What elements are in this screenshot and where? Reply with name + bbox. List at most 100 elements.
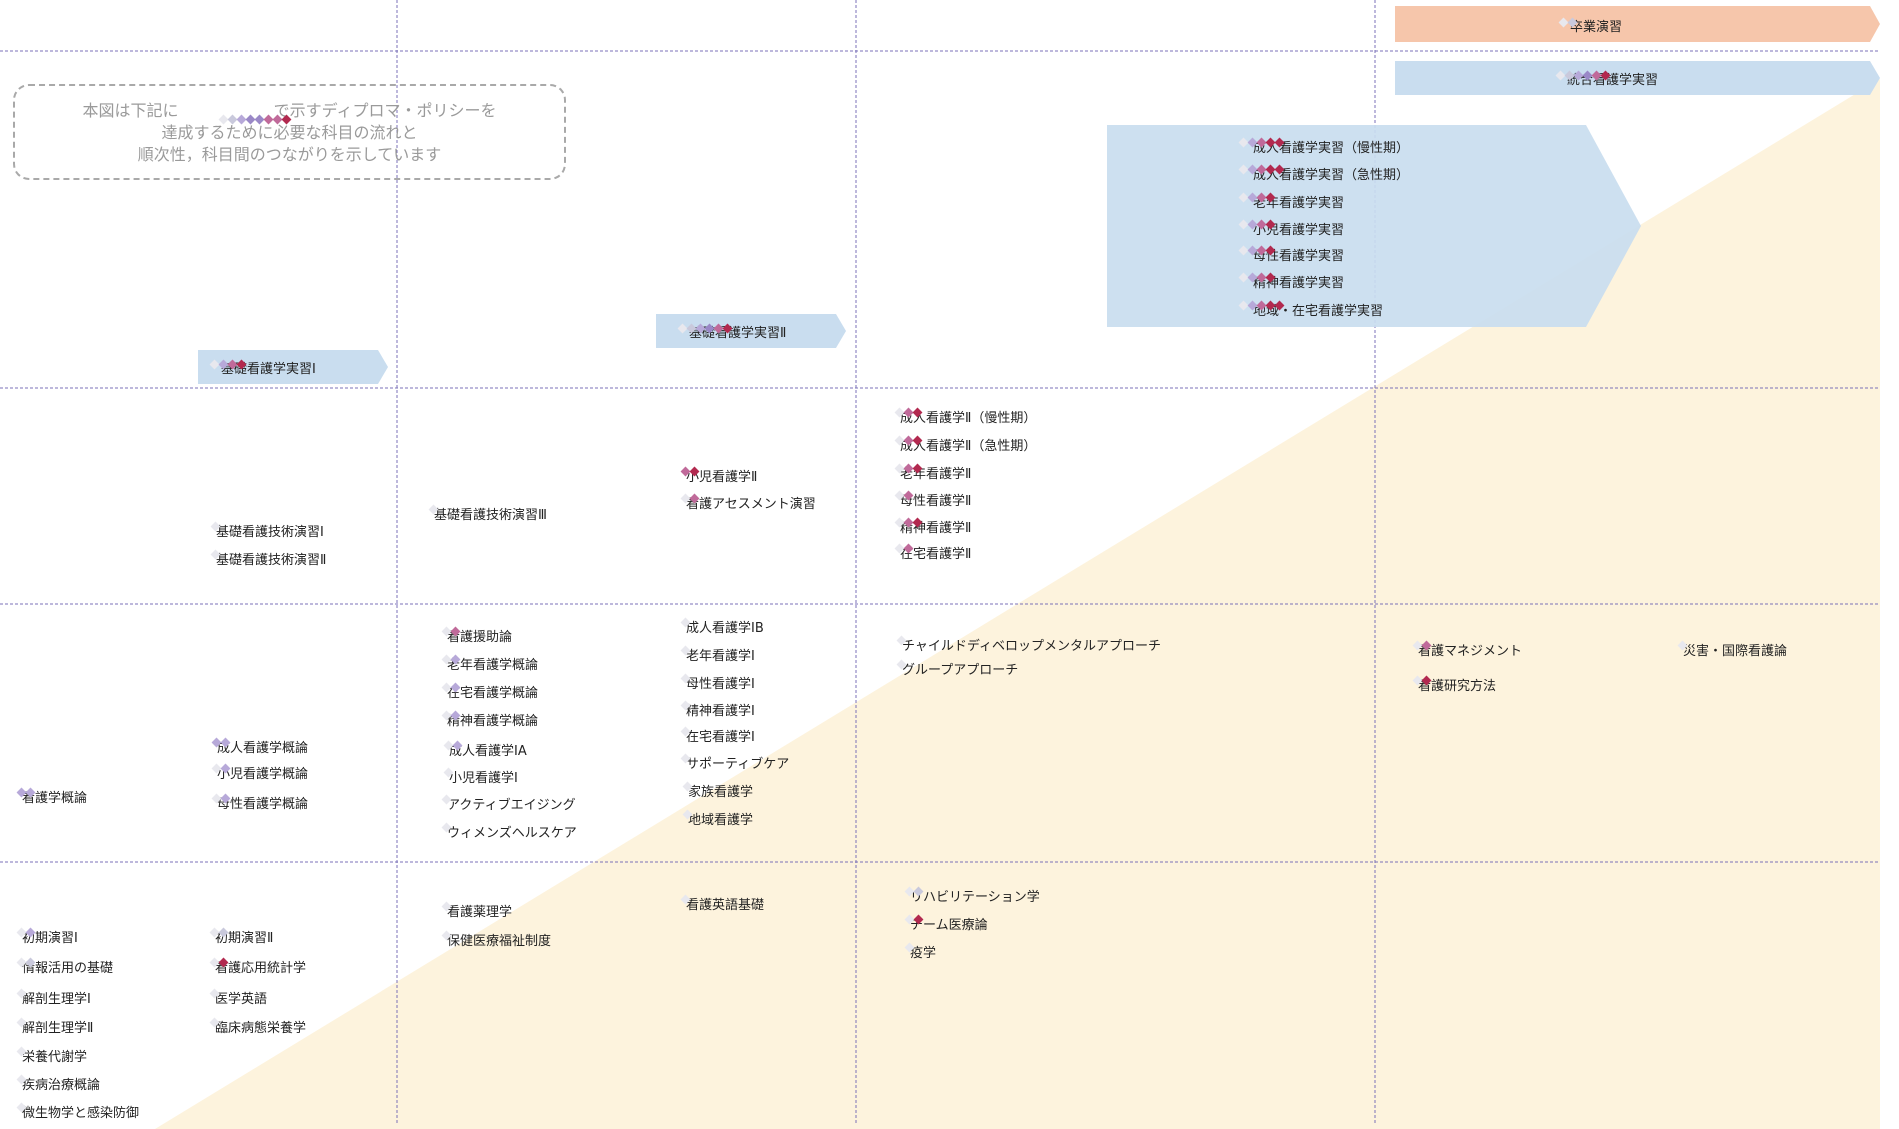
dp-markers [209,1011,220,1028]
note-line-2: 達成するために必要な科目の流れと [161,123,418,142]
dp-markers [211,731,231,748]
dp-markers [441,924,452,941]
dp-markers [211,787,231,804]
dp-markers [904,908,924,925]
dp-markers [210,543,221,560]
subject-label: 情報活用の基礎 [22,961,114,976]
dp-markers [894,511,923,528]
diploma-policy-markers [218,108,292,125]
subject-label: 母性看護学概論 [217,797,309,812]
dp-markers [680,611,691,628]
subject-label: 看護研究方法 [1418,679,1497,694]
subject-label: 基礎看護技術演習Ⅱ [216,553,327,568]
subject-label: 栄養代謝学 [22,1050,88,1065]
dp-markers [1555,64,1611,81]
subject-label: 成人看護学Ⅱ（慢性期） [900,411,1037,426]
dp-markers [680,487,700,504]
dp-markers [16,1096,27,1113]
dp-markers [441,895,452,912]
subject-label: 地域看護学 [688,813,754,828]
dp-markers [682,775,693,792]
subject-label: 在宅看護学Ⅱ [900,547,972,562]
dp-markers [16,781,36,798]
subject-label: 成人看護学Ⅱ（急性期） [900,439,1037,454]
dp-markers [896,629,907,646]
subject-label: 疫学 [910,946,937,961]
dp-markers [677,317,733,334]
subject-label: 保健医療福祉制度 [447,934,552,949]
note-text-after: で示すディプロマ・ポリシーを [273,101,497,120]
subject-label: 医学英語 [215,992,268,1007]
practicum-item: 精神看護学実習 [1253,276,1345,291]
dp-markers [209,951,229,968]
banner-arrow-3 [198,350,388,384]
subject-label: 老年看護学Ⅰ [686,649,755,664]
subject-label: 看護アセスメント演習 [686,497,816,512]
dp-markers [1238,131,1285,148]
subject-label: 看護英語基礎 [686,898,765,913]
subject-label: 看護マネジメント [1418,644,1523,659]
dp-markers [209,921,229,938]
subject-label: サポーティブケア [686,757,790,772]
dp-markers [1558,11,1578,28]
practicum-item: 地域・在宅看護学実習 [1253,304,1384,319]
banner-label: 基礎看護学実習Ⅱ [689,326,787,341]
dp-markers [1238,239,1276,256]
dp-markers [16,951,36,968]
subject-label: 母性看護学Ⅰ [686,677,755,692]
dp-markers [441,620,461,637]
practicum-item: 老年看護学実習 [1253,196,1345,211]
dp-markers [441,816,452,833]
dp-markers [1238,294,1285,311]
practicum-item: 成人看護学実習（急性期） [1253,168,1410,183]
subject-label: 看護薬理学 [447,905,513,920]
dp-markers [441,788,452,805]
subject-label: グループアプローチ [902,663,1019,678]
dp-markers [1412,634,1432,651]
dp-markers [680,639,691,656]
explanation-note: 本図は下記に で示すディプロマ・ポリシーを 達成するために必要な科目の流れと 順次… [13,84,566,180]
subject-label: チャイルドディベロップメンタルアプローチ [902,639,1161,654]
subject-label: 小児看護学Ⅱ [686,470,758,485]
dp-markers [1238,213,1276,230]
dp-markers [680,888,691,905]
subject-label: 基礎看護技術演習Ⅲ [434,508,547,523]
practicum-item: 小児看護学実習 [1253,223,1345,238]
subject-label: 看護援助論 [447,630,513,645]
dp-markers [210,515,221,532]
subject-label: 成人看護学ⅠA [449,744,527,759]
dp-markers [682,803,693,820]
dp-markers [16,1068,27,1085]
note-line-1: 本図は下記に で示すディプロマ・ポリシーを [15,100,564,122]
dp-markers [1238,266,1276,283]
dp-markers [680,747,691,764]
note-text-before: 本図は下記に [82,101,179,120]
subject-label: 在宅看護学Ⅰ [686,730,755,745]
dp-markers [894,537,914,554]
subject-label: 精神看護学概論 [447,714,539,729]
subject-label: 疾病治療概論 [22,1078,101,1093]
dp-markers [894,429,923,446]
dp-markers [441,648,461,665]
subject-label: 母性看護学Ⅱ [900,494,972,509]
dp-markers [680,720,691,737]
subject-label: 在宅看護学概論 [447,686,539,701]
dp-markers [16,921,36,938]
dp-markers [680,694,691,711]
dp-markers [894,484,914,501]
dp-markers [896,653,907,670]
dp-markers [1238,158,1285,175]
dp-markers [1412,669,1432,686]
subject-label: アクティブエイジング [447,798,576,813]
dp-markers [16,982,27,999]
subject-label: ウィメンズヘルスケア [447,826,577,841]
subject-label: 微生物学と感染防御 [22,1106,140,1121]
subject-label: 解剖生理学Ⅰ [22,992,91,1007]
subject-label: 看護学概論 [22,791,88,806]
subject-label: 臨床病態栄養学 [215,1021,307,1036]
note-line-3: 順次性，科目間のつながりを示しています [137,145,442,164]
dp-markers [16,1011,27,1028]
subject-label: 災害・国際看護論 [1683,644,1788,659]
subject-label: 初期演習Ⅰ [22,931,78,946]
